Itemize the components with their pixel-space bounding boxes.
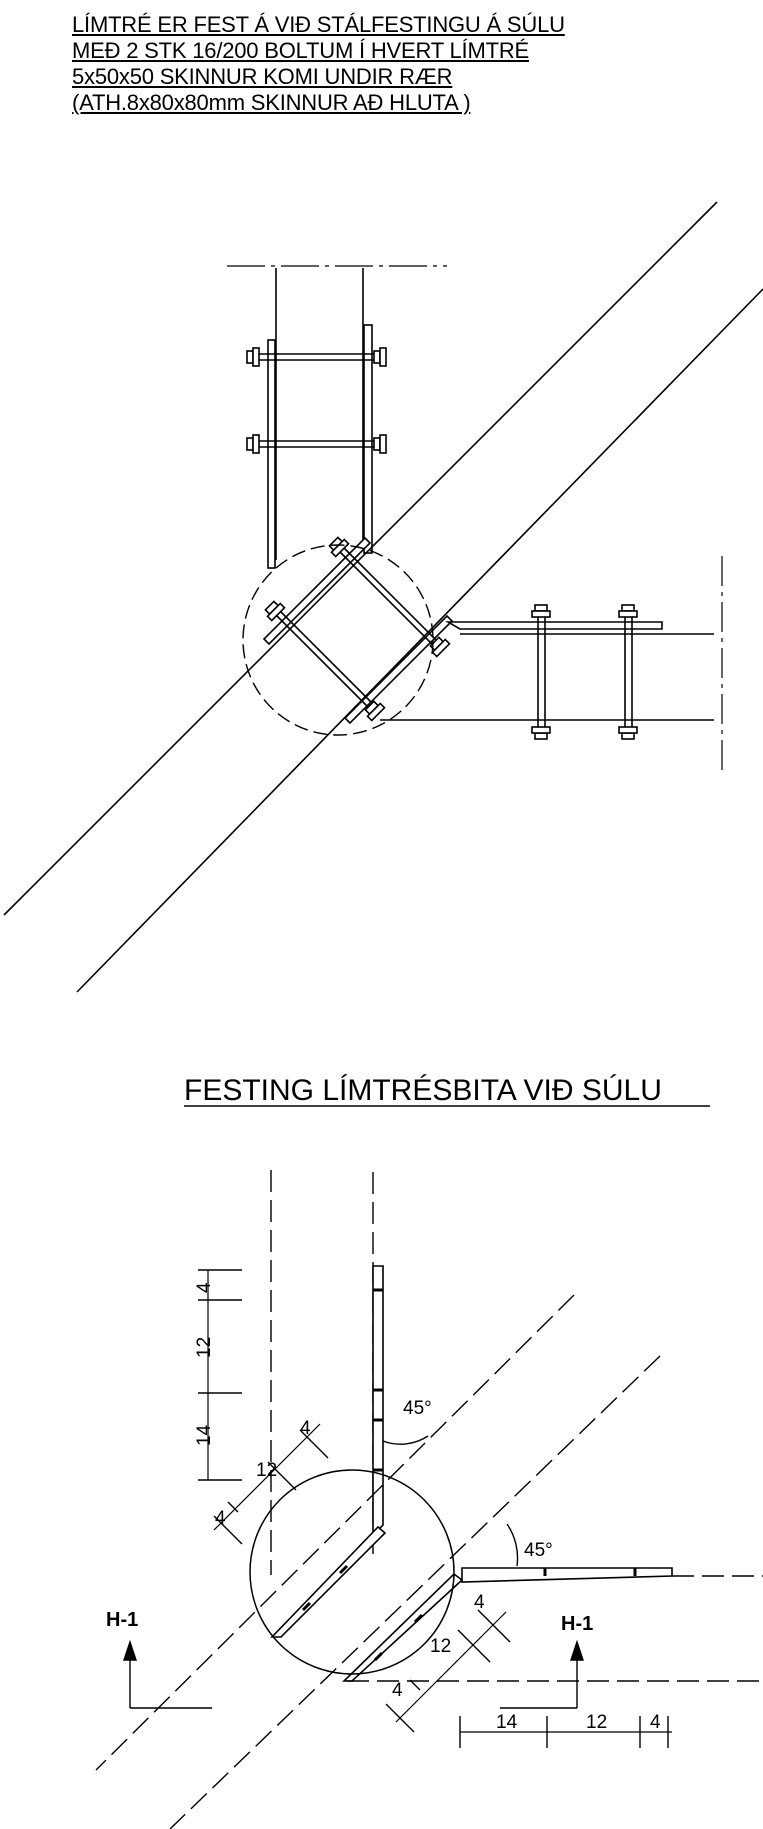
dim-diag-lower-12: 12 — [430, 1636, 451, 1657]
bolt — [246, 347, 260, 367]
section-title: FESTING LÍMTRÉSBITA VIÐ SÚLU — [184, 1074, 662, 1107]
column-plate-right — [363, 324, 373, 554]
column-plate-left — [267, 339, 276, 569]
beam-plate-top — [445, 621, 663, 630]
angle-label-upper: 45° — [403, 1398, 432, 1419]
column-plate — [372, 1265, 384, 1537]
rafter-plate-lower — [343, 614, 454, 725]
dim-diag-upper-4a: 4 — [300, 1418, 311, 1439]
rafter-edge-lower — [76, 288, 763, 993]
dim-column-14: 14 — [194, 1424, 215, 1446]
angle-label-lower: 45° — [524, 1540, 553, 1561]
detail-dimension-sketch — [95, 1170, 763, 1829]
dim-column-12: 12 — [194, 1337, 215, 1358]
note-line-4: (ATH.8x80x80mm SKINNUR AÐ HLUTA ) — [72, 90, 471, 115]
general-note: LÍMTRÉ ER FEST Á VIÐ STÁLFESTINGU Á SÚLU… — [72, 12, 672, 116]
section-mark-left: H-1 — [106, 1609, 138, 1631]
dim-diag-upper-12: 12 — [256, 1460, 277, 1481]
note-line-3: 5x50x50 SKINNUR KOMI UNDIR RÆR — [72, 64, 453, 89]
bolt — [531, 604, 551, 618]
section-mark-right: H-1 — [561, 1613, 593, 1635]
dim-beam-14: 14 — [496, 1712, 518, 1733]
rafter-edge-upper — [3, 201, 718, 916]
dim-diag-lower-4b: 4 — [392, 1680, 403, 1701]
bolt — [246, 434, 260, 454]
beam-plate — [461, 1567, 673, 1583]
bolt — [373, 434, 387, 454]
dim-column-4: 4 — [194, 1282, 215, 1293]
bolt — [326, 534, 350, 558]
bolt — [531, 726, 551, 740]
detail-connection-view — [3, 201, 763, 993]
note-line-1: LÍMTRÉ ER FEST Á VIÐ STÁLFESTINGU Á SÚLU — [72, 12, 565, 37]
bolt — [618, 604, 638, 618]
angle-arc-lower — [506, 1523, 519, 1567]
detail-circle — [249, 1469, 455, 1675]
detail-circle — [242, 544, 434, 736]
note-line-2: MEÐ 2 STK 16/200 BOLTUM Í HVERT LÍMTRÉ — [72, 38, 529, 63]
bolt — [373, 347, 387, 367]
dim-diag-upper-4b: 4 — [215, 1508, 226, 1529]
dim-diag-lower-4a: 4 — [474, 1592, 485, 1613]
rafter-plate-upper — [262, 536, 372, 646]
angle-arc-upper — [382, 1435, 429, 1445]
bolt — [618, 726, 638, 740]
rafter-plate-lower — [342, 1572, 464, 1682]
dim-beam-12: 12 — [586, 1712, 607, 1733]
dim-beam-4: 4 — [650, 1712, 661, 1733]
bolt — [262, 598, 286, 622]
rafter-plate-upper — [270, 1525, 387, 1638]
